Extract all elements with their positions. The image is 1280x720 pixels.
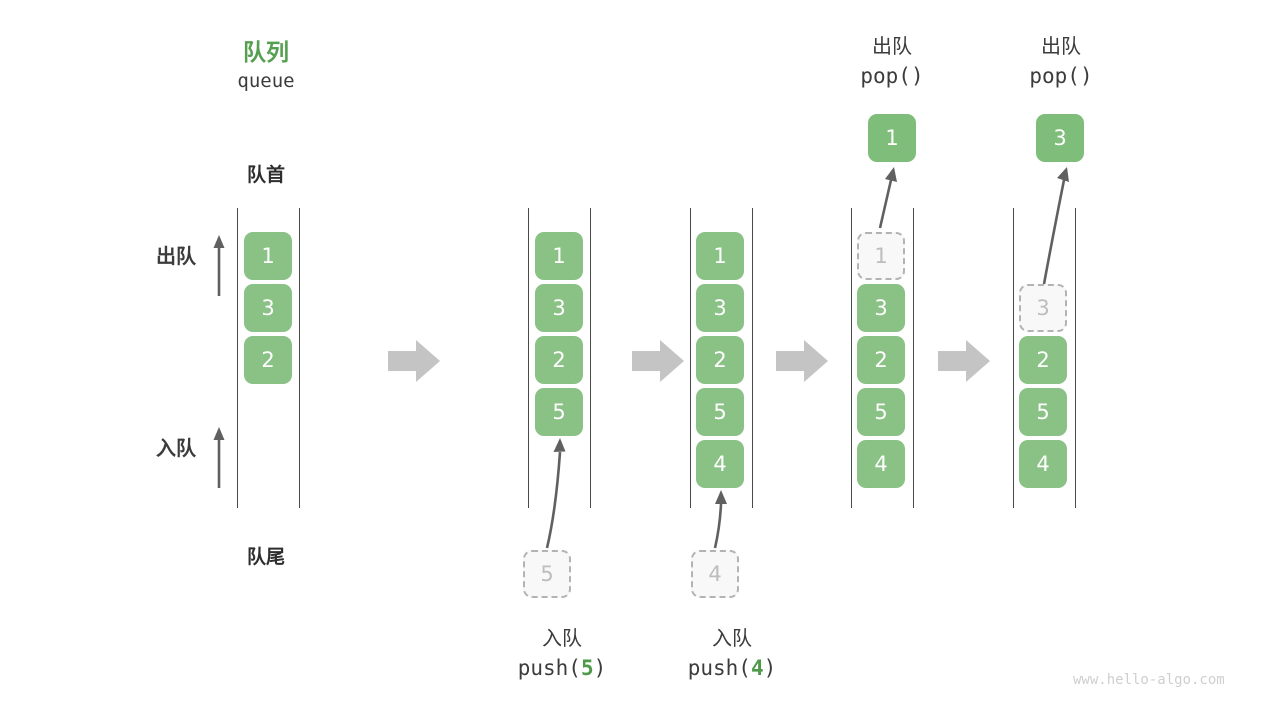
rail-right-stage-1 [299, 208, 300, 508]
pop-caption-cn: 出队 [1041, 34, 1081, 58]
queue-cell: 2 [696, 336, 744, 384]
queue-cell: 2 [535, 336, 583, 384]
push-code-prefix: push( [517, 656, 581, 680]
queue-cell: 2 [244, 336, 292, 384]
incoming-ghost-cell: 4 [691, 550, 739, 598]
step-arrow [632, 340, 684, 382]
queue-cell: 4 [1019, 440, 1067, 488]
rail-left-stage-1 [237, 208, 238, 508]
step-arrow [776, 340, 828, 382]
watermark: www.hello-algo.com [1073, 672, 1225, 688]
queue-cell: 4 [857, 440, 905, 488]
push-caption-code: push(4) [662, 656, 802, 680]
pop-code-suffix: ) [1079, 64, 1093, 88]
dequeue-side-label: 出队 [156, 244, 196, 268]
queue-title-en: queue [237, 70, 295, 92]
outgoing-ghost-cell: 3 [1019, 284, 1067, 332]
queue-cell: 5 [1019, 388, 1067, 436]
queue-title-cn: 队列 [243, 40, 289, 66]
queue-cell: 5 [857, 388, 905, 436]
queue-cell: 2 [857, 336, 905, 384]
pop-caption-cn: 出队 [872, 34, 912, 58]
queue-cell: 1 [696, 232, 744, 280]
push-caption-cn: 入队 [712, 626, 752, 650]
queue-cell: 3 [535, 284, 583, 332]
rail-right-stage-5 [1075, 208, 1076, 508]
front-label: 队首 [246, 164, 285, 186]
step-arrow [388, 340, 440, 382]
popped-value-cell: 1 [868, 114, 916, 162]
pop-caption-code: pop() [991, 64, 1131, 88]
rear-label: 队尾 [246, 546, 285, 568]
enqueue-direction-arrow [213, 427, 225, 488]
dequeue-direction-arrow [213, 235, 225, 296]
outgoing-ghost-cell: 1 [857, 232, 905, 280]
push-arrow [713, 490, 727, 549]
push-caption-code: push(5) [492, 656, 632, 680]
queue-cell: 3 [857, 284, 905, 332]
queue-cell: 4 [696, 440, 744, 488]
rail-left-stage-3 [690, 208, 691, 508]
pop-arrow [1042, 167, 1069, 285]
queue-cell: 1 [244, 232, 292, 280]
push-code-prefix: push( [687, 656, 751, 680]
queue-cell: 5 [696, 388, 744, 436]
push-caption-cn: 入队 [542, 626, 582, 650]
push-code-suffix: ) [593, 656, 607, 680]
queue-cell: 3 [696, 284, 744, 332]
rail-right-stage-4 [913, 208, 914, 508]
pop-arrow [878, 167, 897, 229]
pop-code-suffix: ) [910, 64, 924, 88]
push-code-arg: 5 [580, 656, 594, 680]
queue-cell: 2 [1019, 336, 1067, 384]
rail-right-stage-3 [752, 208, 753, 508]
queue-cell: 5 [535, 388, 583, 436]
pop-code-prefix: pop( [860, 64, 911, 88]
push-code-suffix: ) [763, 656, 777, 680]
pop-caption-code: pop() [822, 64, 962, 88]
enqueue-side-label: 入队 [156, 436, 196, 460]
rail-left-stage-2 [528, 208, 529, 508]
push-arrow [545, 438, 566, 549]
rail-left-stage-4 [851, 208, 852, 508]
queue-cell: 1 [535, 232, 583, 280]
push-code-arg: 4 [750, 656, 764, 680]
queue-cell: 3 [244, 284, 292, 332]
popped-value-cell: 3 [1036, 114, 1084, 162]
rail-right-stage-2 [590, 208, 591, 508]
step-arrow [938, 340, 990, 382]
pop-code-prefix: pop( [1029, 64, 1080, 88]
rail-left-stage-5 [1013, 208, 1014, 508]
incoming-ghost-cell: 5 [523, 550, 571, 598]
